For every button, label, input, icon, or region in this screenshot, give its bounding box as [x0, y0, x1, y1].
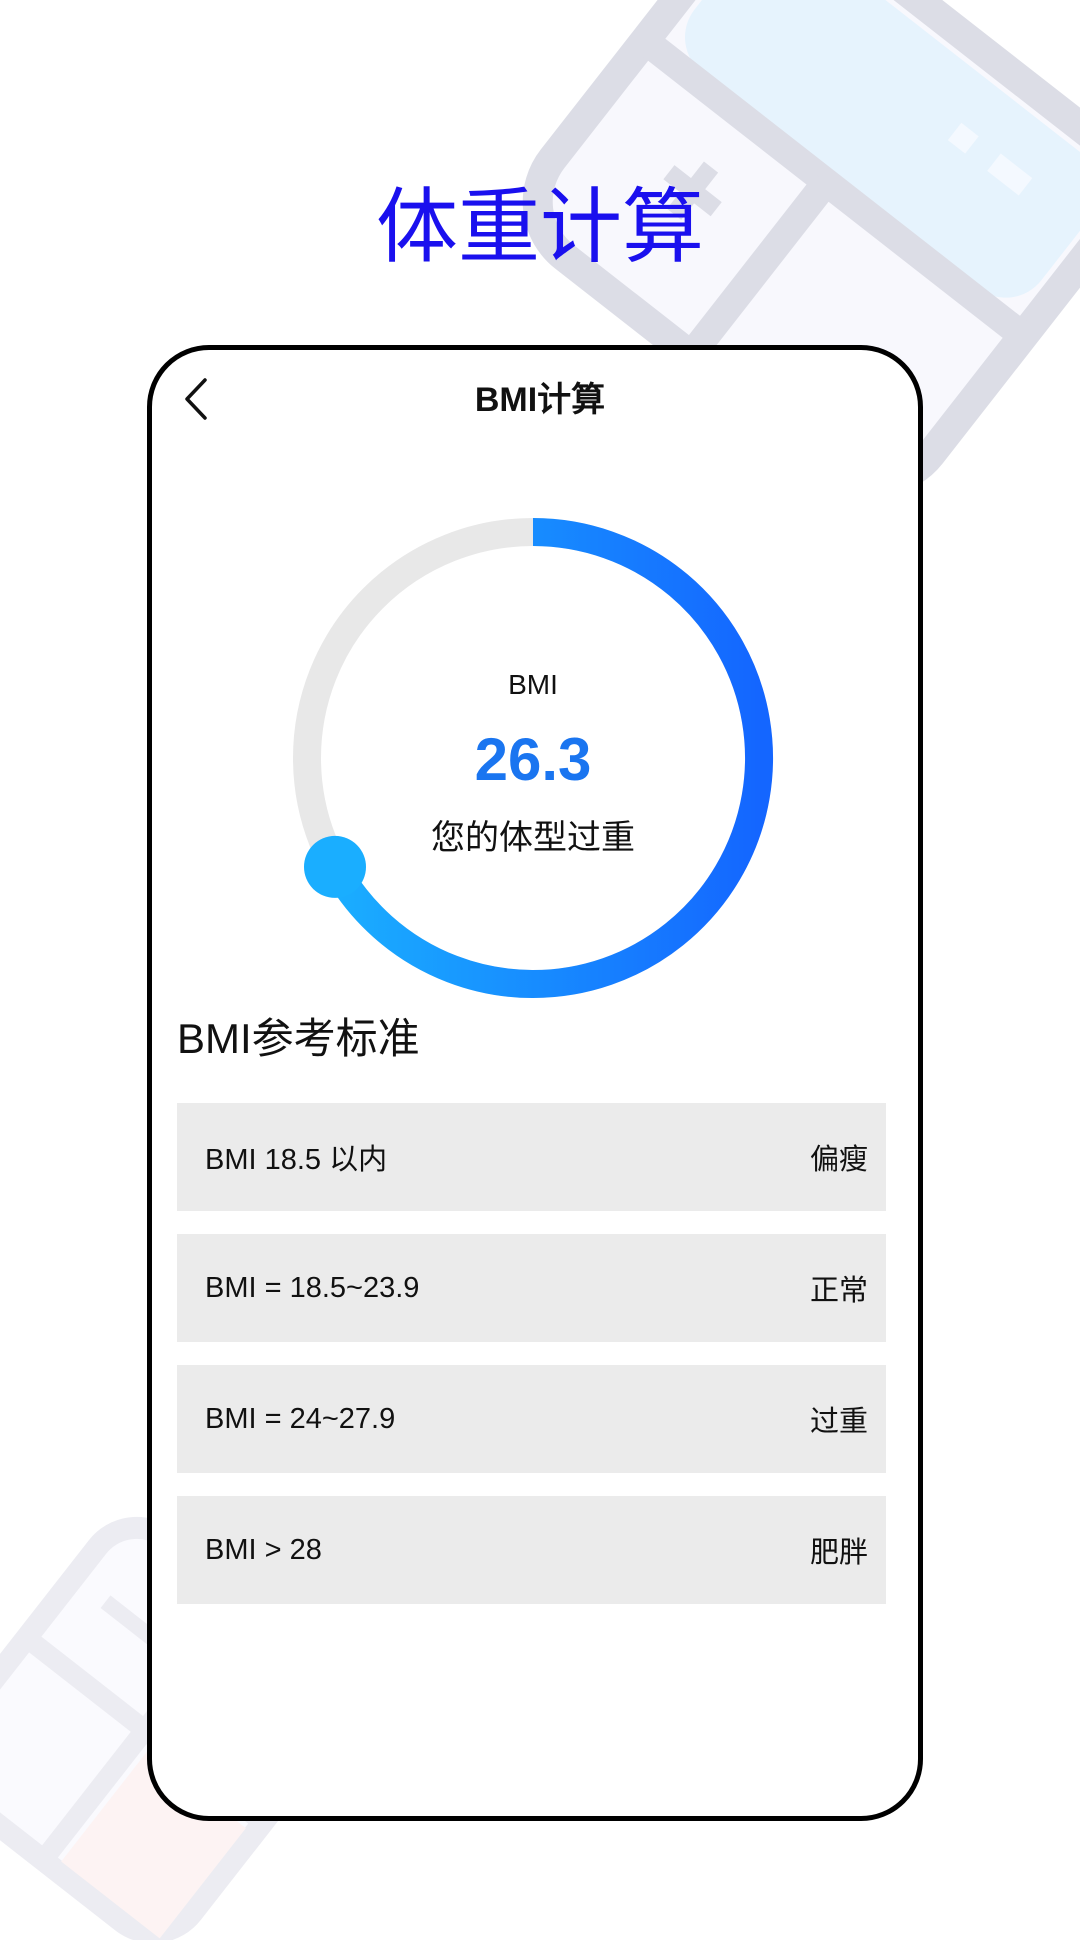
bmi-gauge — [283, 505, 783, 1011]
reference-category: 正常 — [809, 1275, 868, 1307]
reference-row: BMI = 24~27.9 过重 — [177, 1365, 886, 1473]
bmi-value: 26.3 — [474, 726, 592, 793]
back-button[interactable] — [178, 374, 214, 424]
reference-row: BMI > 28 肥胖 — [177, 1496, 886, 1604]
bmi-status: 您的体型过重 — [431, 819, 635, 857]
reference-range: BMI = 18.5~23.9 — [205, 1271, 420, 1304]
gauge-progress-arc — [322, 518, 773, 998]
reference-range: BMI > 28 — [205, 1533, 322, 1566]
reference-section-title: BMI参考标准 — [177, 1015, 420, 1062]
reference-range: BMI 18.5 以内 — [205, 1144, 388, 1176]
nav-title: BMI计算 — [474, 381, 606, 419]
reference-category: 过重 — [809, 1406, 868, 1438]
reference-category: 偏瘦 — [809, 1144, 868, 1176]
reference-row: BMI 18.5 以内 偏瘦 — [177, 1103, 886, 1211]
reference-category: 肥胖 — [809, 1537, 868, 1569]
page-headline: 体重计算 — [375, 182, 704, 273]
gauge-knob — [304, 835, 366, 898]
gauge-label: BMI — [508, 669, 558, 700]
chevron-left-icon — [185, 378, 207, 420]
reference-range: BMI = 24~27.9 — [205, 1402, 396, 1435]
reference-row: BMI = 18.5~23.9 正常 — [177, 1234, 886, 1342]
